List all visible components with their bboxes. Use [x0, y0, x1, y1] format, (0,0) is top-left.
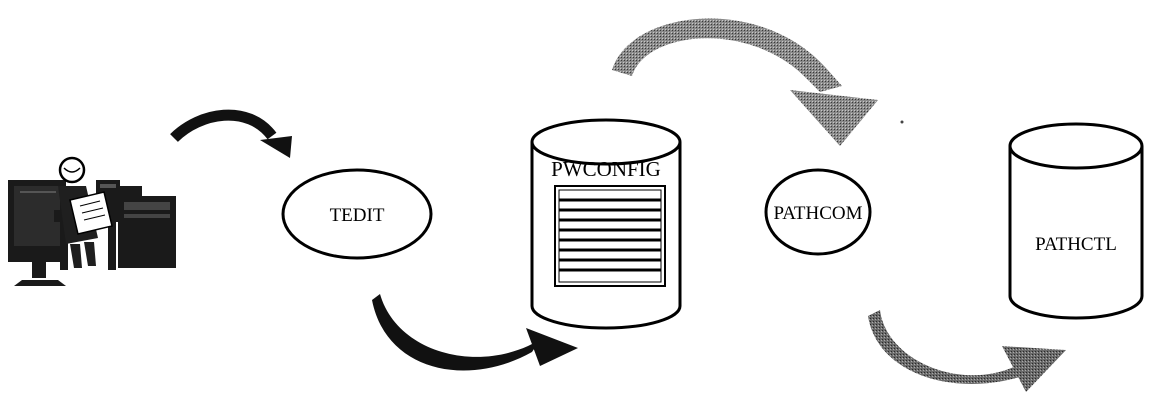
arrow-user-to-tedit: [170, 109, 292, 158]
pwconfig-label: PWCONFIG: [551, 157, 661, 181]
pathcom-label: PATHCOM: [773, 203, 862, 224]
pathctl-cylinder: PATHCTL: [1008, 122, 1144, 320]
pathctl-label: PATHCTL: [1035, 234, 1117, 255]
arrow-tedit-to-pwconfig: [372, 294, 578, 371]
arrow-pathcom-to-pathctl: [868, 310, 1066, 392]
pwconfig-cylinder: PWCONFIG: [530, 118, 682, 330]
user-at-workstation-icon: [8, 156, 176, 286]
tedit-node: TEDIT: [281, 168, 433, 260]
pwconfig-document-icon: [554, 185, 666, 287]
arrow-pwconfig-to-pathcom: [612, 18, 878, 146]
tedit-label: TEDIT: [330, 205, 385, 226]
pathcom-node: PATHCOM: [764, 168, 872, 256]
stray-dot: [900, 120, 904, 124]
